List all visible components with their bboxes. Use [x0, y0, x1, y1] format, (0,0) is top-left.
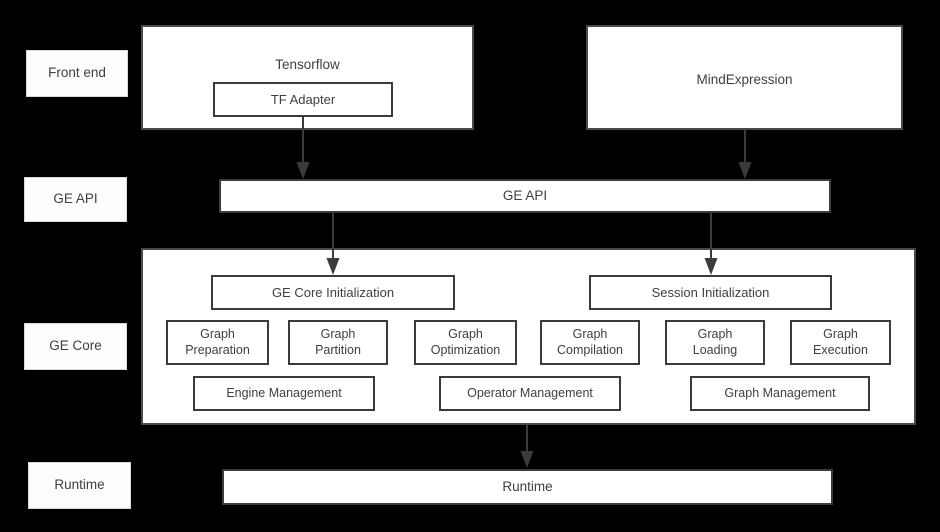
layer-label-ge-core-text: GE Core: [49, 338, 102, 354]
mindexpression-title: MindExpression: [696, 72, 793, 87]
graph-preparation-box[interactable]: Graph Preparation: [166, 320, 269, 365]
graph-optimization-label: Graph Optimization: [430, 327, 501, 357]
session-initialization-box[interactable]: Session Initialization: [589, 275, 832, 310]
mindexpression-container: MindExpression: [586, 25, 903, 130]
graph-preparation-label: Graph Preparation: [185, 327, 250, 357]
layer-label-ge-api: GE API: [24, 177, 127, 222]
layer-label-runtime: Runtime: [28, 462, 131, 509]
graph-management-box[interactable]: Graph Management: [690, 376, 870, 411]
arrow-ge-api-to-session-init: [703, 213, 723, 278]
tf-adapter-label: TF Adapter: [270, 91, 336, 107]
arrow-ge-api-to-ge-core-init: [325, 213, 345, 278]
graph-execution-label: Graph Execution: [813, 327, 868, 357]
layer-label-front-end: Front end: [26, 50, 128, 97]
ge-api-bar[interactable]: GE API: [219, 179, 831, 213]
graph-loading-box[interactable]: Graph Loading: [665, 320, 765, 365]
graph-loading-label: Graph Loading: [692, 327, 738, 357]
operator-management-label: Operator Management: [467, 385, 593, 400]
session-initialization-label: Session Initialization: [651, 284, 770, 300]
tf-adapter-box[interactable]: TF Adapter: [213, 82, 393, 117]
ge-core-initialization-label: GE Core Initialization: [271, 284, 395, 300]
engine-management-box[interactable]: Engine Management: [193, 376, 375, 411]
ge-core-initialization-box[interactable]: GE Core Initialization: [211, 275, 455, 310]
arrow-ge-core-to-runtime: [519, 425, 539, 471]
engine-management-label: Engine Management: [226, 385, 342, 400]
layer-label-front-end-text: Front end: [48, 65, 106, 81]
operator-management-box[interactable]: Operator Management: [439, 376, 621, 411]
graph-execution-box[interactable]: Graph Execution: [790, 320, 891, 365]
runtime-bar[interactable]: Runtime: [222, 469, 833, 505]
graph-compilation-box[interactable]: Graph Compilation: [540, 320, 640, 365]
graph-compilation-label: Graph Compilation: [556, 327, 623, 357]
layer-label-runtime-text: Runtime: [54, 477, 105, 493]
graph-optimization-box[interactable]: Graph Optimization: [414, 320, 517, 365]
ge-api-bar-label: GE API: [502, 187, 548, 203]
graph-management-label: Graph Management: [724, 385, 836, 400]
graph-partition-box[interactable]: Graph Partition: [288, 320, 388, 365]
arrow-mindexpression-to-ge-api: [737, 130, 757, 182]
tensorflow-title: Tensorflow: [275, 57, 340, 72]
layer-label-ge-api-text: GE API: [53, 191, 98, 207]
runtime-bar-label: Runtime: [502, 478, 553, 494]
arrow-tf-adapter-to-ge-api: [295, 116, 315, 182]
layer-label-ge-core: GE Core: [24, 323, 127, 370]
graph-partition-label: Graph Partition: [315, 327, 361, 357]
